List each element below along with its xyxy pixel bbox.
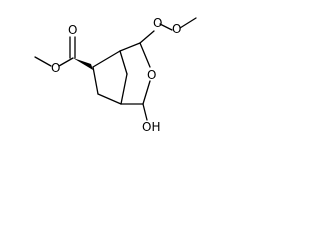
bond-c1-c2 [119, 42, 141, 52]
bond-ring-o-c3 [142, 80, 151, 105]
bond-bridge-c4 [120, 73, 128, 105]
atom-hydroxyl: OH [142, 120, 160, 134]
atom-peroxy-oxygen-2: O [172, 22, 181, 36]
atom-peroxy-oxygen-1: O [153, 16, 162, 30]
bond-c6-c1 [92, 50, 121, 68]
atom-ester-methoxy-oxygen: O [51, 61, 60, 75]
bond-c6-c5 [92, 66, 99, 95]
bond-methyl-o [34, 56, 52, 67]
bicyclic-ring [92, 42, 151, 105]
methyl-ester-group [34, 36, 93, 70]
methylperoxy-group [139, 17, 197, 44]
wedge-bond-ester [73, 58, 93, 70]
bond-c2-peroxy-o1 [139, 30, 155, 44]
molecule-structure: O O O O O OH [34, 16, 197, 134]
bond-o-carbonyl-c [58, 57, 74, 67]
bond-c5-c4 [97, 93, 122, 105]
atom-ring-oxygen: O [147, 68, 156, 82]
bond-c2-ring-o [139, 42, 151, 68]
atom-ester-carbonyl-oxygen: O [68, 23, 77, 37]
bond-c3-hydroxyl [142, 103, 148, 121]
bond-peroxy-o2-methyl [179, 17, 197, 29]
bond-c1-bridge [119, 50, 128, 75]
bond-peroxy-o1-o2 [159, 23, 173, 31]
hydroxyl-group [142, 103, 148, 121]
